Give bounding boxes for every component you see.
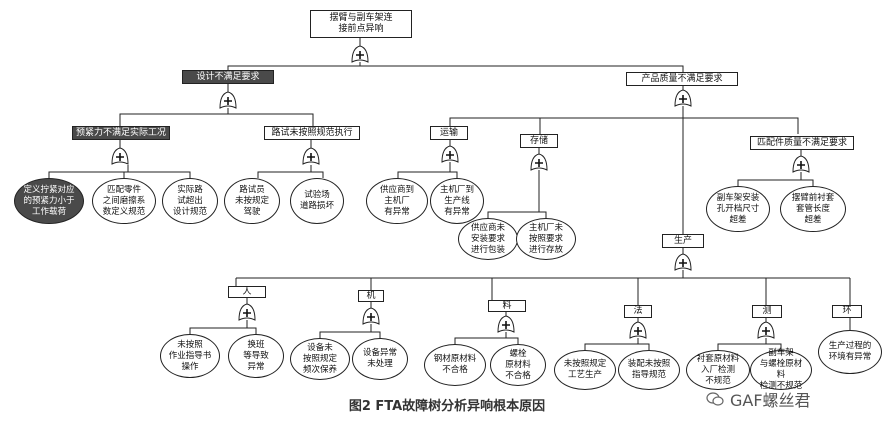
cause-supplier-to-oem: 供应商到 主机厂 有异常 <box>366 178 428 224</box>
road-test-box: 路试未按照规范执行 <box>264 126 360 140</box>
cause-assembly: 装配未按照 指导规范 <box>618 350 680 390</box>
cause-bushing-inspection: 衬套原材料 入厂检测 不规范 <box>686 350 750 390</box>
cause-process: 未按照规定 工艺生产 <box>554 350 616 390</box>
category-person-box: 人 <box>228 286 266 298</box>
gate-quality-or-icon <box>674 89 692 107</box>
gate-design-or-icon <box>219 91 237 109</box>
gate-root-or-icon <box>351 45 369 63</box>
watermark: GAF螺丝君 <box>706 387 811 411</box>
product-quality-box: 产品质量不满足要求 <box>626 72 738 86</box>
cause-equipment-maintenance: 设备未 按照规定 频次保养 <box>290 338 350 380</box>
cause-frame-inspection: 副车架 与螺栓原材料 检测不规范 <box>750 348 812 391</box>
cause-equipment-fault: 设备异常 未处理 <box>352 338 408 380</box>
root-event-box: 摆臂与副车架连 接前点异响 <box>310 10 412 38</box>
storage-box: 存储 <box>520 134 558 148</box>
cause-friction-coefficient: 匹配零件 之间磨擦系 数定义规范 <box>92 178 156 224</box>
category-machine-box: 机 <box>358 290 384 302</box>
gate-preload-or-icon <box>111 147 129 165</box>
preload-box: 预紧力不满足实际工况 <box>72 126 170 140</box>
category-material-box: 料 <box>488 300 526 312</box>
parts-quality-box: 匹配件质量不满足要求 <box>750 136 854 150</box>
cause-frame-hole-size: 副车架安装 孔开档尺寸 超差 <box>706 186 770 232</box>
gate-person-or-icon <box>238 303 256 321</box>
transport-box: 运输 <box>430 126 468 140</box>
gate-storage-or-icon <box>530 153 548 171</box>
watermark-text: GAF螺丝君 <box>730 391 811 410</box>
cause-preload-definition: 定义拧紧对应 的预紧力小于 工作载荷 <box>14 178 84 224</box>
category-method-box: 法 <box>624 305 652 318</box>
gate-production-or-icon <box>674 253 692 271</box>
cause-supplier-packaging: 供应商未 安装要求 进行包装 <box>458 218 518 260</box>
cause-shift-change: 换班 等导致 异常 <box>228 334 284 378</box>
design-requirement-box: 设计不满足要求 <box>182 70 274 84</box>
gate-material-or-icon <box>497 315 515 333</box>
category-environment-box: 环 <box>832 305 862 318</box>
category-measure-box: 测 <box>752 305 782 318</box>
cause-oem-to-line: 主机厂到 生产线 有异常 <box>430 178 484 224</box>
figure-caption: 图2 FTA故障树分析异响根本原因 <box>348 399 546 414</box>
cause-test-site-road: 试验场 道路损坏 <box>290 178 344 224</box>
gate-parts-quality-or-icon <box>792 155 810 173</box>
gate-transport-or-icon <box>441 145 459 163</box>
cause-bolt-material: 螺栓 原材料 不合格 <box>490 344 546 386</box>
cause-sleeve-length: 摆臂前衬套 套管长度 超差 <box>780 186 846 232</box>
cause-steel-material: 钢材原材料 不合格 <box>424 344 486 386</box>
gate-measure-or-icon <box>757 321 775 339</box>
cause-oem-storage: 主机厂未 按照要求 进行存放 <box>516 218 576 260</box>
production-box: 生产 <box>662 234 704 248</box>
gate-method-or-icon <box>629 321 647 339</box>
cause-actual-road-test: 实际路 试超出 设计规范 <box>162 178 218 224</box>
cause-not-following-guide: 未按照 作业指导书 操作 <box>160 334 220 378</box>
gate-machine-or-icon <box>362 307 380 325</box>
cause-tester-driving: 路试员 未按规定 驾驶 <box>224 178 280 224</box>
wechat-icon <box>706 392 724 406</box>
gate-road-test-or-icon <box>302 147 320 165</box>
cause-environment: 生产过程的 环境有异常 <box>818 330 882 374</box>
